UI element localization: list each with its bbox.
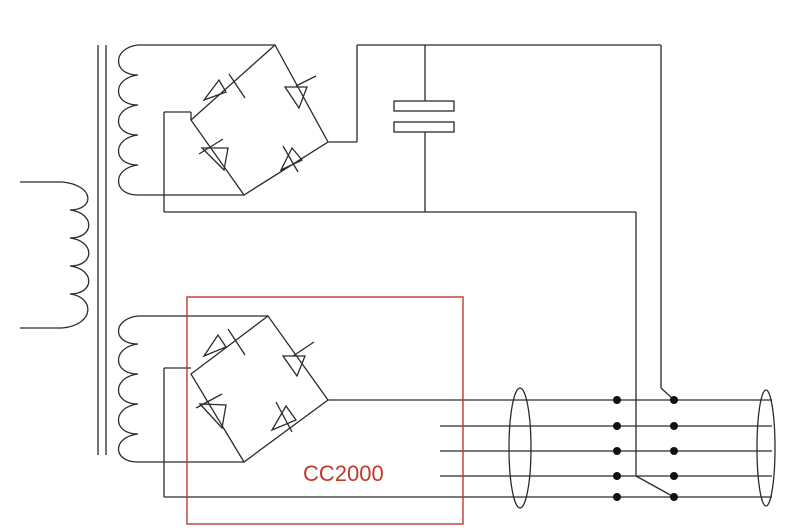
diode-icon	[279, 145, 304, 173]
junction-dot	[670, 447, 678, 455]
cc2000-label: CC2000	[303, 461, 384, 486]
diode-icon	[283, 75, 317, 110]
diode-icon	[281, 341, 315, 378]
junctions	[613, 387, 678, 501]
junction-dot	[613, 493, 621, 501]
junction-dot	[613, 447, 621, 455]
junction-dot	[613, 472, 621, 480]
diode-icon	[202, 73, 246, 102]
lower-feed-wiring	[163, 368, 772, 498]
upper-secondary-coil	[118, 44, 275, 196]
diode-icon	[198, 138, 229, 172]
diode-icon	[202, 328, 246, 358]
cable-bundle	[440, 387, 776, 509]
capacitor	[328, 44, 661, 212]
diode-icon	[195, 393, 227, 430]
diode-icon	[270, 401, 298, 433]
lower-bridge-rectifier	[164, 315, 329, 463]
junction-dot	[613, 396, 621, 404]
junction-dot	[670, 472, 678, 480]
primary-coil	[20, 181, 90, 329]
cc2000-box	[186, 296, 464, 525]
lower-secondary-coil	[118, 315, 268, 463]
junction-dot	[670, 396, 678, 404]
return-wiring	[163, 45, 662, 476]
junction-dot	[670, 493, 678, 501]
transformer-core	[97, 45, 107, 455]
upper-bridge-rectifier	[164, 43, 329, 196]
junction-dot	[670, 422, 678, 430]
junction-dot	[613, 422, 621, 430]
